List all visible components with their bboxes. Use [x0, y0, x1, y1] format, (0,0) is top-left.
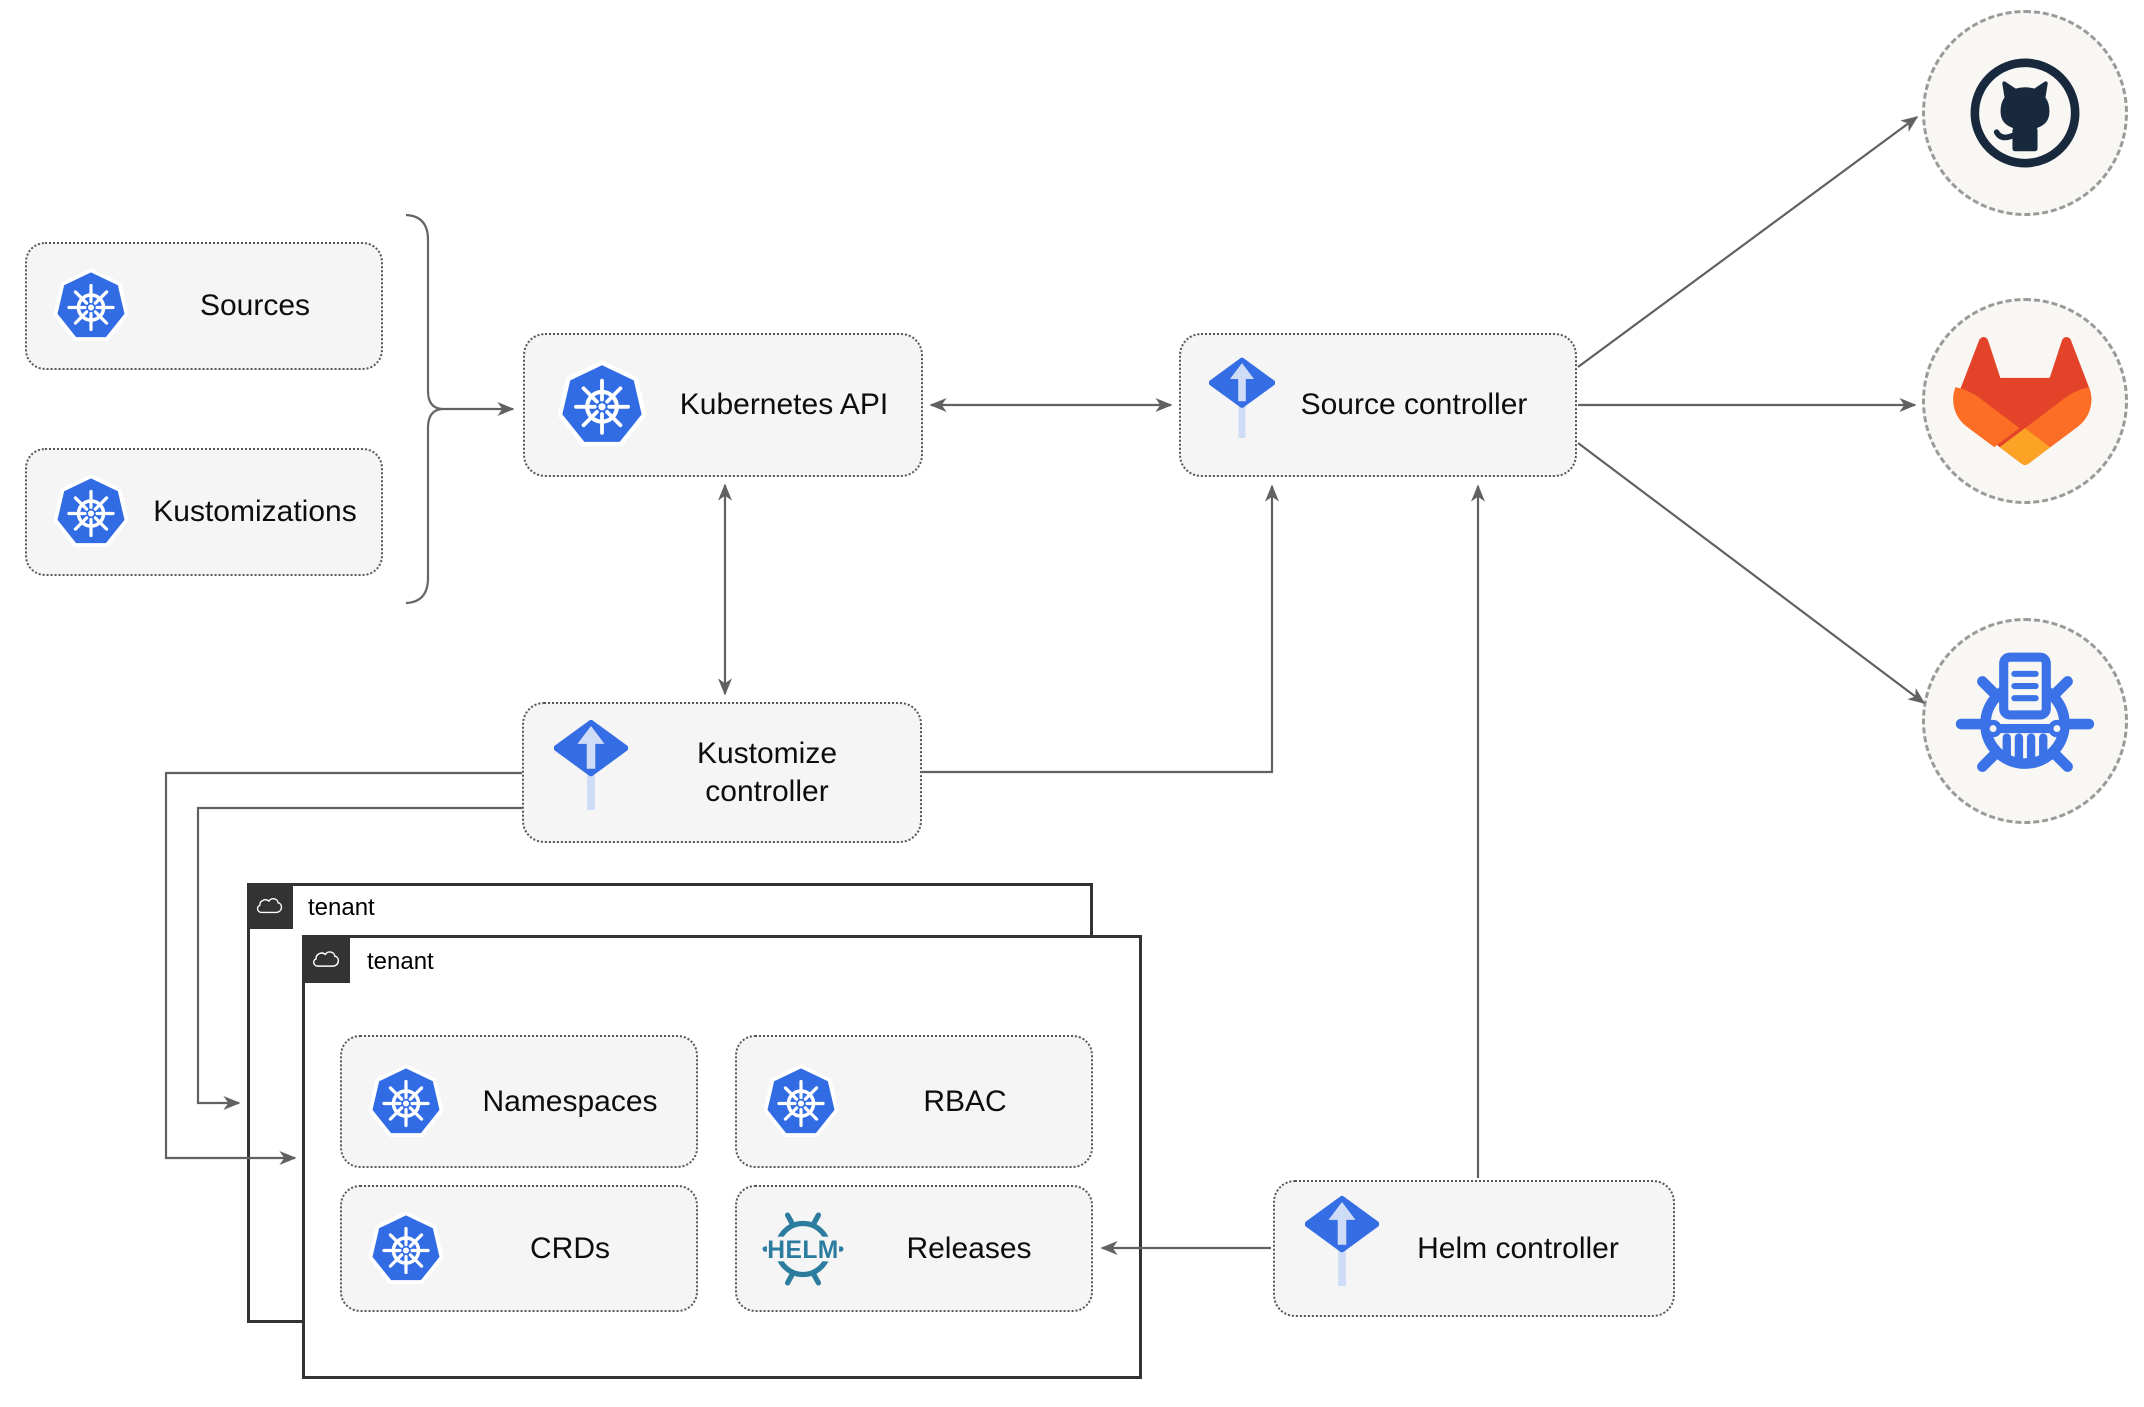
cloud-icon — [254, 894, 286, 918]
remote-github — [1922, 10, 2128, 216]
node-releases: HELM Releases — [735, 1185, 1093, 1312]
remote-gitlab — [1922, 298, 2128, 504]
node-label: Namespaces — [482, 1084, 658, 1118]
kubernetes-icon — [368, 1210, 444, 1287]
node-label: RBAC — [923, 1084, 1007, 1118]
node-source-controller: Source controller — [1179, 333, 1577, 477]
node-sources: Sources — [25, 242, 383, 370]
kubernetes-icon — [53, 268, 129, 344]
node-label: Sources — [199, 289, 311, 323]
tenant-tab — [247, 883, 293, 929]
tenant-label: tenant — [308, 894, 375, 921]
kubernetes-icon — [368, 1063, 444, 1140]
remote-helm-repository — [1922, 618, 2128, 824]
kubernetes-icon — [53, 474, 129, 550]
edge-source-to-helm-repository — [1577, 442, 1926, 704]
edge-kustomize-to-source-controller — [922, 484, 1280, 774]
helm-icon: HELM — [759, 1205, 847, 1293]
gitlab-icon — [1949, 326, 2101, 476]
node-label: CRDs — [530, 1231, 610, 1265]
node-label: Helm controller — [1417, 1231, 1619, 1265]
svg-text:HELM: HELM — [767, 1236, 839, 1263]
kubernetes-icon — [763, 1063, 839, 1140]
flux-icon — [554, 713, 628, 833]
node-kustomize-controller: Kustomize controller — [522, 702, 922, 843]
edge-source-to-github — [1577, 116, 1919, 368]
cloud-icon — [310, 947, 343, 972]
kubernetes-icon — [557, 360, 647, 450]
tenant-label: tenant — [367, 948, 434, 975]
node-crds: CRDs — [340, 1185, 698, 1312]
node-label: Kubernetes API — [679, 388, 889, 422]
bracket-sources-group — [405, 213, 443, 605]
node-namespaces: Namespaces — [340, 1035, 698, 1168]
node-label: Kustomize controller — [696, 737, 838, 808]
tenant-tab — [302, 935, 350, 983]
node-kustomizations: Kustomizations — [25, 448, 383, 576]
github-icon — [1959, 47, 2091, 179]
node-label: Kustomizations — [153, 495, 357, 529]
chartmuseum-icon — [1949, 645, 2101, 797]
node-label: Source controller — [1300, 388, 1528, 422]
flux-icon — [1209, 349, 1275, 461]
flux-icon — [1305, 1189, 1379, 1309]
node-kubernetes-api: Kubernetes API — [523, 333, 923, 477]
node-helm-controller: Helm controller — [1273, 1180, 1675, 1317]
node-label: Releases — [906, 1231, 1032, 1265]
node-rbac: RBAC — [735, 1035, 1093, 1168]
